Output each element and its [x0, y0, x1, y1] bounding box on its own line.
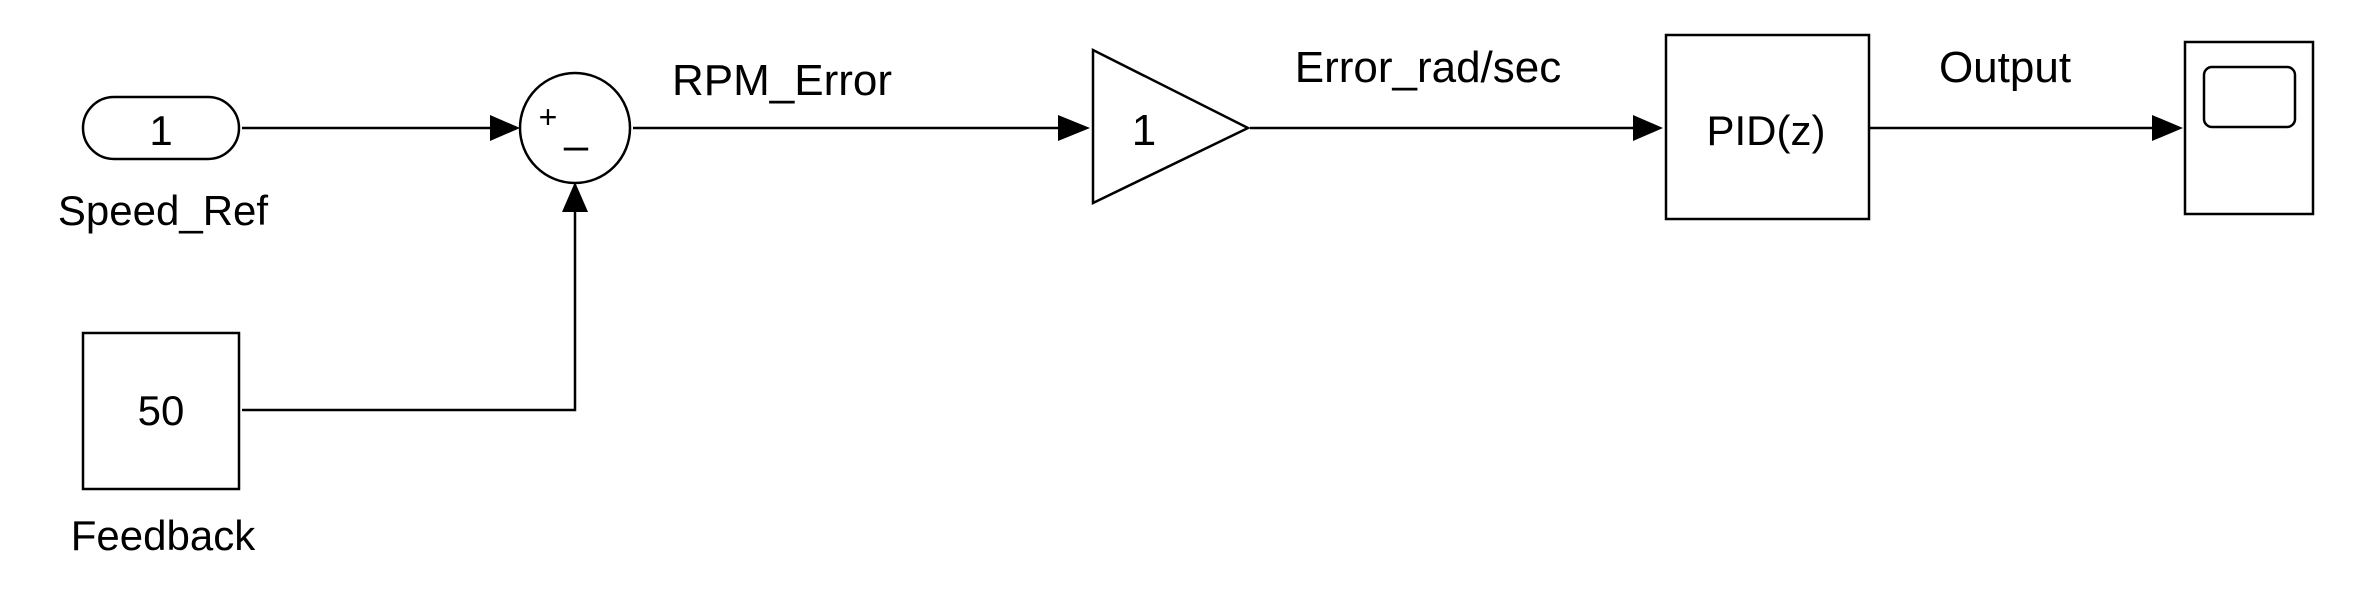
constant-feedback-value: 50 [138, 387, 185, 434]
arrowhead-gain-input [1058, 115, 1090, 141]
inport-speed-ref-label: Speed_Ref [58, 187, 268, 234]
constant-feedback-label: Feedback [71, 512, 256, 559]
inport-speed-ref-value: 1 [149, 107, 172, 154]
arrowhead-scope-input [2152, 115, 2183, 141]
pid-controller-block[interactable]: PID(z) [1664, 33, 1871, 221]
signal-label-error-rad-sec: Error_rad/sec [1295, 43, 1562, 92]
wire-feedback-to-sum[interactable] [242, 205, 577, 412]
inport-speed-ref[interactable]: 1 [81, 95, 241, 161]
arrowhead-pid-input [1633, 115, 1663, 141]
gain-block[interactable]: 1 [1091, 47, 1251, 205]
signal-label-rpm-error: RPM_Error [672, 56, 892, 105]
arrowhead-sum-minus-input [562, 182, 588, 212]
pid-label: PID(z) [1707, 107, 1826, 154]
scope-block[interactable] [2183, 40, 2315, 216]
sum-plus-sign: + [539, 99, 558, 135]
constant-feedback[interactable]: 50 [81, 331, 241, 491]
arrowhead-sum-plus-input [490, 115, 520, 141]
signal-label-output: Output [1939, 43, 2071, 92]
gain-value: 1 [1132, 106, 1156, 155]
sum-block[interactable]: + – [518, 71, 632, 185]
scope-screen-icon [2202, 65, 2297, 129]
sum-minus-sign: – [564, 121, 589, 170]
